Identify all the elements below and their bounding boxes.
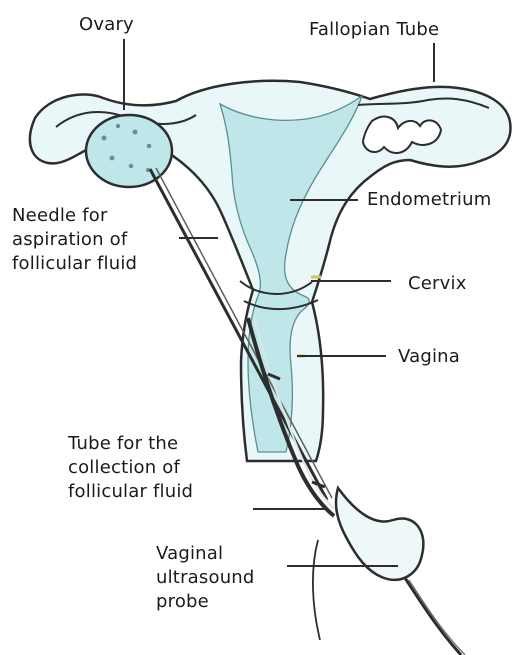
needle-label-line-2: aspiration of	[12, 228, 137, 252]
probe-label-line-3: probe	[156, 590, 255, 614]
probe-label-line-1: Vaginal	[156, 542, 255, 566]
probe-label: Vaginal ultrasound probe	[156, 542, 255, 614]
collection-tube-label-line-3: follicular fluid	[68, 480, 193, 504]
fallopian-tube-label: Fallopian Tube	[309, 18, 439, 42]
probe-label-line-2: ultrasound	[156, 566, 255, 590]
collection-tube-label: Tube for the collection of follicular fl…	[68, 432, 193, 504]
ovary-label: Ovary	[79, 13, 134, 37]
collection-tube-label-line-1: Tube for the	[68, 432, 193, 456]
collection-tube-label-line-2: collection of	[68, 456, 193, 480]
cervix-label: Cervix	[408, 272, 467, 296]
lower-body-contour	[313, 540, 320, 640]
ovary	[86, 115, 172, 187]
endometrium-label: Endometrium	[367, 188, 491, 212]
vagina-label: Vagina	[398, 345, 460, 369]
needle-label-line-3: follicular fluid	[12, 252, 137, 276]
needle-label: Needle for aspiration of follicular flui…	[12, 204, 137, 276]
probe-handle-inner	[409, 580, 465, 655]
needle-label-line-1: Needle for	[12, 204, 137, 228]
